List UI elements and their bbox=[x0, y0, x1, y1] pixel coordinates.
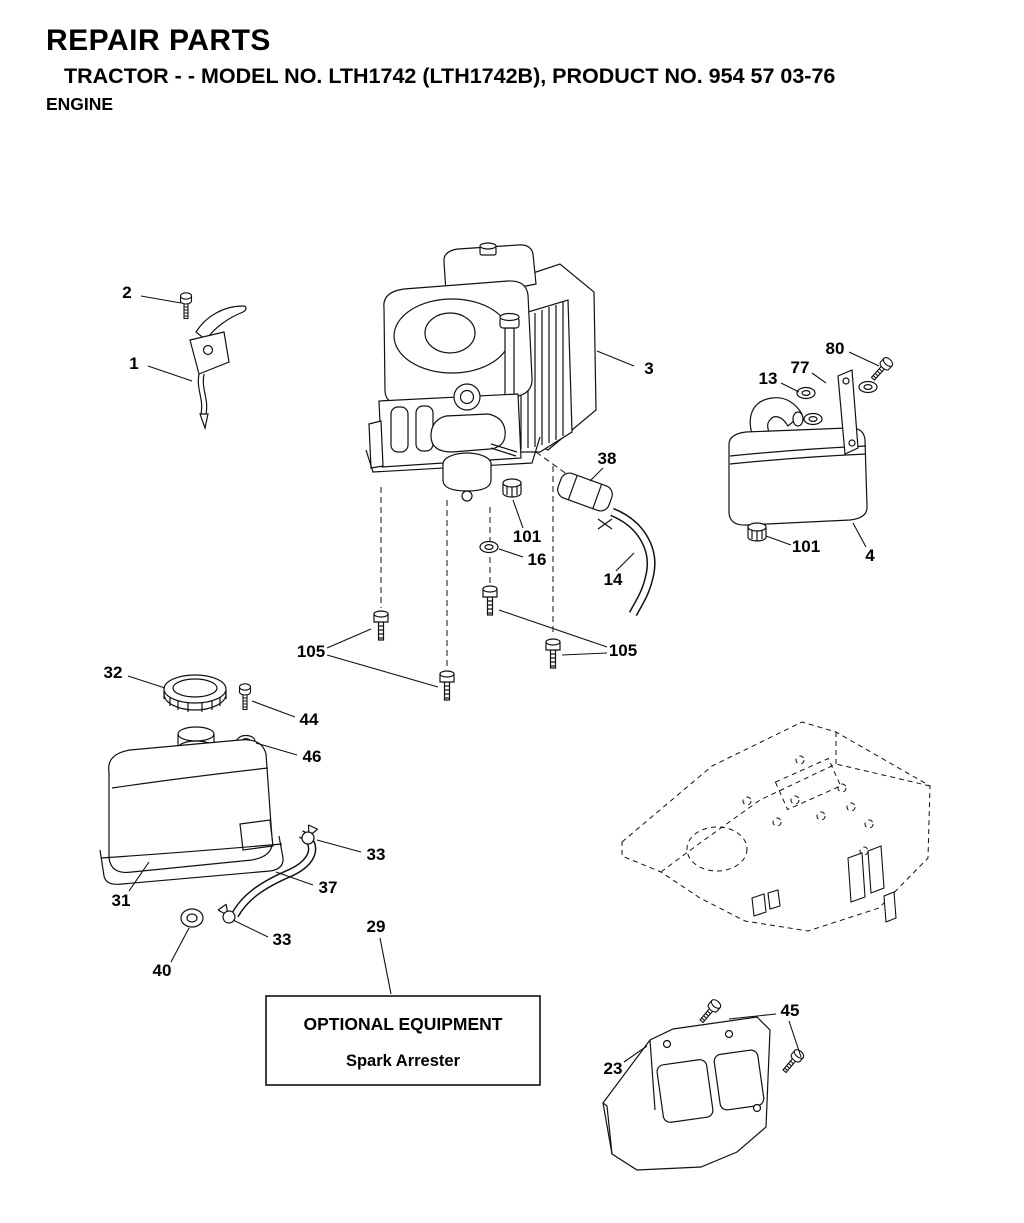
optional-equipment-subtitle: Spark Arrester bbox=[346, 1052, 461, 1070]
fuel-filter-hose-drawing bbox=[479, 472, 656, 617]
throttle-control-drawing bbox=[179, 292, 247, 431]
muffler-tank-drawing bbox=[728, 355, 895, 542]
chassis-clips-drawing bbox=[751, 845, 897, 923]
page-title: REPAIR PARTS bbox=[46, 24, 271, 57]
optional-equipment-box: OPTIONAL EQUIPMENT Spark Arrester bbox=[265, 995, 541, 1086]
mounting-bolts-drawing bbox=[373, 585, 561, 701]
fuel-tank-drawing bbox=[99, 674, 320, 928]
chassis-phantom-drawing bbox=[621, 721, 931, 932]
model-product-line: TRACTOR - - MODEL NO. LTH1742 (LTH1742B)… bbox=[64, 64, 836, 88]
leader-lines bbox=[127, 295, 880, 1063]
heat-shield-drawing bbox=[602, 997, 806, 1171]
section-label: ENGINE bbox=[46, 94, 114, 114]
optional-equipment-title: OPTIONAL EQUIPMENT bbox=[304, 1014, 503, 1034]
engine-drawing bbox=[365, 242, 597, 502]
